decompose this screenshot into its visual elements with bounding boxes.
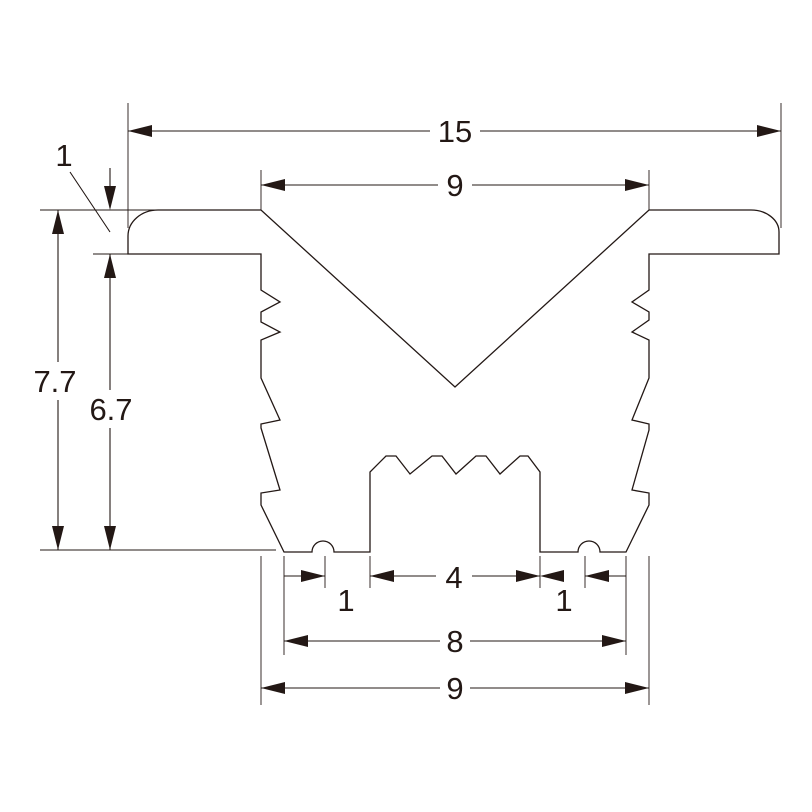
arrow-body-height-bottom xyxy=(104,526,116,550)
label-foot-right-width: 1 xyxy=(555,583,572,618)
label-flange-thickness: 1 xyxy=(55,138,72,173)
arrowheads xyxy=(52,125,781,694)
arrow-overall-left xyxy=(128,125,152,137)
extension-lines xyxy=(40,103,782,705)
arrow-slot-right xyxy=(516,570,540,582)
arrow-overall-right xyxy=(757,125,781,137)
arrow-opening-left xyxy=(261,179,285,191)
label-body-height: 6.7 xyxy=(89,392,132,427)
arrow-total-height-bottom xyxy=(52,526,64,550)
arrow-foot-right-b xyxy=(585,570,609,582)
arrow-body-left xyxy=(261,682,285,694)
arrow-body-right xyxy=(625,682,649,694)
label-center-slot-width: 4 xyxy=(445,560,462,595)
profile-outline xyxy=(127,209,780,553)
label-backgrounds xyxy=(24,112,480,705)
arrow-total-height-top xyxy=(52,210,64,234)
arrow-bottom-right xyxy=(602,635,626,647)
arrow-foot-left-b xyxy=(370,570,394,582)
arrow-foot-right-a xyxy=(540,570,564,582)
arrow-flange-down xyxy=(104,186,116,210)
label-overall-width: 15 xyxy=(438,114,472,149)
arrow-body-height-top xyxy=(104,254,116,278)
label-body-width: 9 xyxy=(446,671,463,706)
arrow-bottom-left xyxy=(284,635,308,647)
label-foot-left-width: 1 xyxy=(337,583,354,618)
dimension-labels: 15 9 1 7.7 6.7 4 1 1 8 9 xyxy=(33,114,572,706)
arrow-opening-right xyxy=(625,179,649,191)
label-total-height: 7.7 xyxy=(33,364,76,399)
label-top-opening-width: 9 xyxy=(446,168,463,203)
dim-leader-flange-thickness xyxy=(69,171,111,233)
label-bottom-width: 8 xyxy=(446,624,463,659)
arrow-foot-left-a xyxy=(301,570,325,582)
